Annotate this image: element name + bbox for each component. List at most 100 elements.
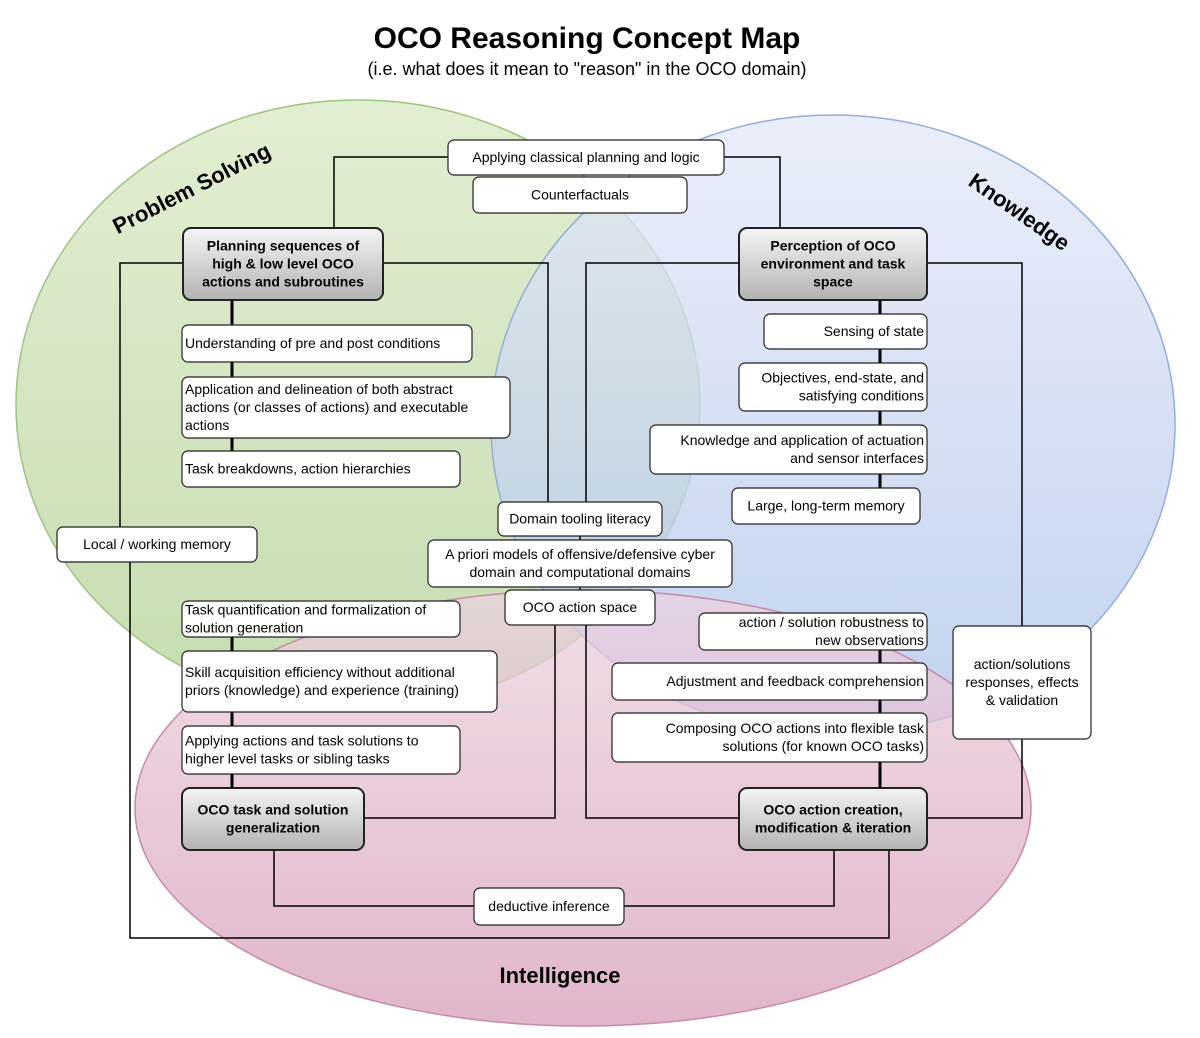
node-sensing-of-state-label-line: Sensing of state bbox=[824, 323, 925, 339]
node-sensing-of-state: Sensing of state bbox=[763, 313, 928, 350]
node-actuation-interfaces-label-line: Knowledge and application of actuation bbox=[680, 432, 924, 448]
page-subtitle: (i.e. what does it mean to "reason" in t… bbox=[368, 59, 807, 79]
hub-perception-environment-label-line: Perception of OCO bbox=[770, 238, 895, 254]
node-adjustment-feedback: Adjustment and feedback comprehension bbox=[611, 662, 928, 701]
hub-planning-sequences-label-line: high & low level OCO bbox=[212, 256, 354, 272]
page-title: OCO Reasoning Concept Map bbox=[374, 22, 801, 55]
node-task-breakdowns-box bbox=[181, 450, 461, 488]
hub-perception-environment: Perception of OCO environment and task spa… bbox=[738, 227, 928, 301]
hub-perception-environment-label-line: environment and task bbox=[761, 256, 906, 272]
node-pre-post-conditions-box bbox=[181, 324, 473, 363]
node-working-memory-box bbox=[56, 526, 258, 563]
node-classical-planning-label-line: Applying classical planning and logic bbox=[472, 149, 699, 165]
connector-lines bbox=[119, 156, 1023, 939]
node-responses-validation-label-line: responses, effects bbox=[965, 674, 1078, 690]
node-task-quantification-box bbox=[181, 600, 461, 638]
hub-planning-sequences-box bbox=[182, 227, 384, 301]
node-long-term-memory-label-line: Large, long-term memory bbox=[747, 498, 904, 514]
node-pre-post-conditions-label-line: Understanding of pre and post conditions bbox=[185, 335, 440, 351]
node-task-breakdowns: Task breakdowns, action hierarchies bbox=[181, 450, 461, 488]
hub-task-generalization: OCO task and solution generalization bbox=[181, 787, 365, 851]
node-abstract-actions-label-line: Application and delineation of both abst… bbox=[185, 381, 453, 397]
node-deductive-inference-box bbox=[473, 887, 625, 926]
hub-planning-sequences-label-line: actions and subroutines bbox=[202, 274, 364, 290]
hub-planning-sequences-label-line: Planning sequences of bbox=[207, 238, 360, 254]
node-applying-actions-box bbox=[181, 725, 461, 775]
node-working-memory: Local / working memory bbox=[56, 526, 258, 563]
node-skill-acquisition-label-line: priors (knowledge) and experience (train… bbox=[185, 682, 459, 698]
hub-perception-environment-label-line: space bbox=[813, 274, 853, 290]
node-composing-actions-box bbox=[611, 712, 928, 763]
node-responses-validation-label-line: & validation bbox=[986, 692, 1058, 708]
node-responses-validation-box bbox=[952, 625, 1092, 740]
node-counterfactuals-box bbox=[472, 176, 688, 214]
node-actuation-interfaces: Knowledge and application of actuation an… bbox=[649, 424, 928, 475]
node-objectives-box bbox=[738, 362, 928, 412]
hierarchy-spines bbox=[230, 300, 882, 788]
node-apriori-models-box bbox=[427, 539, 733, 588]
node-pre-post-conditions: Understanding of pre and post conditions bbox=[181, 324, 473, 363]
node-apriori-models: A priori models of offensive/defensive c… bbox=[427, 539, 733, 588]
node-sensing-of-state-box bbox=[763, 313, 928, 350]
hub-task-generalization-label-line: OCO task and solution bbox=[198, 802, 349, 818]
node-domain-tooling-label-line: Domain tooling literacy bbox=[509, 511, 651, 527]
node-action-space-label-line: OCO action space bbox=[523, 599, 638, 615]
node-task-breakdowns-label-line: Task breakdowns, action hierarchies bbox=[185, 461, 411, 477]
node-composing-actions-label-line: solutions (for known OCO tasks) bbox=[722, 738, 924, 754]
node-domain-tooling: Domain tooling literacy bbox=[497, 501, 663, 537]
node-objectives-label-line: Objectives, end-state, and bbox=[761, 370, 924, 386]
node-action-robustness-label-line: action / solution robustness to bbox=[739, 614, 924, 630]
node-composing-actions-label-line: Composing OCO actions into flexible task bbox=[666, 720, 925, 736]
node-skill-acquisition: Skill acquisition efficiency without add… bbox=[181, 650, 498, 713]
node-objectives-label-line: satisfying conditions bbox=[799, 388, 924, 404]
node-domain-tooling-box bbox=[497, 501, 663, 537]
node-actuation-interfaces-box bbox=[649, 424, 928, 475]
hub-task-generalization-box bbox=[181, 787, 365, 851]
node-deductive-inference-label-line: deductive inference bbox=[488, 898, 610, 914]
node-adjustment-feedback-label-line: Adjustment and feedback comprehension bbox=[666, 673, 924, 689]
node-long-term-memory: Large, long-term memory bbox=[731, 487, 921, 525]
node-applying-actions-label-line: Applying actions and task solutions to bbox=[185, 733, 419, 749]
hub-action-creation-label-line: modification & iteration bbox=[755, 820, 911, 836]
node-adjustment-feedback-box bbox=[611, 662, 928, 701]
node-task-quantification: Task quantification and formalization of… bbox=[181, 600, 461, 638]
hub-action-creation-label-line: OCO action creation, bbox=[763, 802, 902, 818]
node-abstract-actions-label-line: actions bbox=[185, 417, 229, 433]
node-task-quantification-label-line: Task quantification and formalization of bbox=[185, 602, 426, 618]
node-action-robustness-box bbox=[698, 612, 928, 651]
node-deductive-inference: deductive inference bbox=[473, 887, 625, 926]
node-skill-acquisition-box bbox=[181, 650, 498, 713]
hub-task-generalization-label-line: generalization bbox=[226, 820, 320, 836]
intelligence-label: Intelligence bbox=[499, 963, 620, 988]
node-responses-validation: action/solutions responses, effects & vali… bbox=[952, 625, 1092, 740]
node-abstract-actions-label-line: actions (or classes of actions) and exec… bbox=[185, 399, 468, 415]
node-counterfactuals-label-line: Counterfactuals bbox=[531, 187, 629, 203]
node-abstract-actions-box bbox=[181, 376, 511, 439]
node-action-robustness-label-line: new observations bbox=[815, 632, 924, 648]
concept-boxes: Applying classical planning and logicCou… bbox=[56, 139, 1092, 926]
hub-action-creation: OCO action creation, modification & itera… bbox=[738, 787, 928, 851]
node-action-space-box bbox=[504, 589, 656, 626]
node-actuation-interfaces-label-line: and sensor interfaces bbox=[790, 450, 924, 466]
node-classical-planning: Applying classical planning and logic bbox=[447, 139, 725, 176]
node-objectives: Objectives, end-state, and satisfying con… bbox=[738, 362, 928, 412]
node-long-term-memory-box bbox=[731, 487, 921, 525]
node-apriori-models-label-line: A priori models of offensive/defensive c… bbox=[445, 546, 715, 562]
hub-planning-sequences: Planning sequences of high & low level OC… bbox=[182, 227, 384, 301]
node-abstract-actions: Application and delineation of both abst… bbox=[181, 376, 511, 439]
node-skill-acquisition-label-line: Skill acquisition efficiency without add… bbox=[185, 664, 455, 680]
node-applying-actions: Applying actions and task solutions to hi… bbox=[181, 725, 461, 775]
node-working-memory-label-line: Local / working memory bbox=[83, 536, 231, 552]
node-composing-actions: Composing OCO actions into flexible task… bbox=[611, 712, 928, 763]
node-applying-actions-label-line: higher level tasks or sibling tasks bbox=[185, 751, 390, 767]
node-action-robustness: action / solution robustness to new obser… bbox=[698, 612, 928, 651]
node-counterfactuals: Counterfactuals bbox=[472, 176, 688, 214]
node-apriori-models-label-line: domain and computational domains bbox=[469, 564, 690, 580]
node-task-quantification-label-line: solution generation bbox=[185, 620, 303, 636]
hub-action-creation-box bbox=[738, 787, 928, 851]
node-responses-validation-label-line: action/solutions bbox=[974, 656, 1071, 672]
hub-perception-environment-box bbox=[738, 227, 928, 301]
node-action-space: OCO action space bbox=[504, 589, 656, 626]
node-classical-planning-box bbox=[447, 139, 725, 176]
